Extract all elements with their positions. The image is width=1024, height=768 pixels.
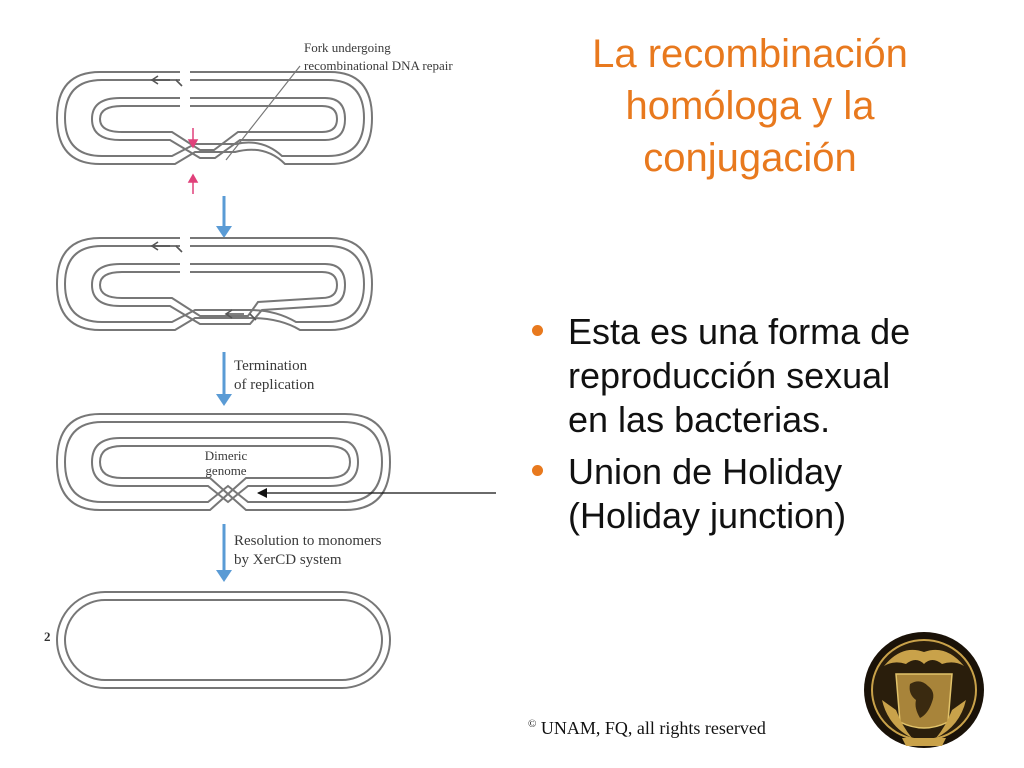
copyright-footer: © UNAM, FQ, all rights reserved: [528, 718, 766, 739]
bullet-1-line-3: en las bacterias.: [568, 399, 831, 440]
dimeric-label-line1: Dimeric: [205, 448, 248, 463]
copyright-symbol: ©: [528, 718, 537, 730]
fork-label-line2: recombinational DNA repair: [304, 58, 453, 73]
pink-markers: [187, 128, 199, 194]
bullet-item-2: Union de Holiday (Holiday junction): [528, 450, 998, 538]
fork-direction-arrows-2: [150, 241, 257, 321]
resolution-label-line1: Resolution to monomers: [234, 533, 382, 549]
panel-number: 2: [44, 629, 51, 644]
bullet-1-line-2: reproducción sexual: [568, 355, 891, 396]
recombination-diagram: Fork undergoing recombinational DNA repa…: [44, 40, 496, 689]
panel-monomer: [56, 591, 391, 689]
unam-seal-icon: [862, 630, 986, 750]
bullet-list: Esta es una forma de reproducción sexual…: [528, 310, 998, 546]
blue-arrow-3: [216, 524, 232, 582]
blue-arrow-2: [216, 352, 232, 406]
title-line-1: La recombinación: [592, 32, 908, 76]
panel-repaired-fork: [55, 237, 374, 331]
fork-direction-arrows: [150, 75, 183, 87]
fork-label-line1: Fork undergoing: [304, 40, 391, 55]
termination-label-line1: Termination: [234, 358, 308, 374]
resolution-label-line2: by XerCD system: [234, 552, 342, 568]
fork-label-pointer: [225, 65, 301, 161]
bullet-2-line-1: Union de Holiday: [568, 451, 843, 492]
bullet-2-line-2: (Holiday junction): [568, 495, 847, 536]
bullet-dot-icon: [532, 325, 543, 336]
dimeric-label-line2: genome: [205, 463, 246, 478]
bullet-1-line-1: Esta es una forma de: [568, 311, 911, 352]
bullet-dot-icon: [532, 465, 543, 476]
panel-fork-repair: [55, 71, 374, 165]
slide-title: La recombinación homóloga y la conjugaci…: [540, 28, 960, 184]
panel-dimeric-genome: [55, 413, 392, 511]
copyright-text: UNAM, FQ, all rights reserved: [540, 718, 766, 738]
bullet-item-1: Esta es una forma de reproducción sexual…: [528, 310, 998, 442]
title-line-3: conjugación: [643, 136, 857, 180]
title-line-2: homóloga y la: [625, 84, 875, 128]
blue-arrow-1: [216, 196, 232, 238]
termination-label-line2: of replication: [234, 377, 315, 393]
